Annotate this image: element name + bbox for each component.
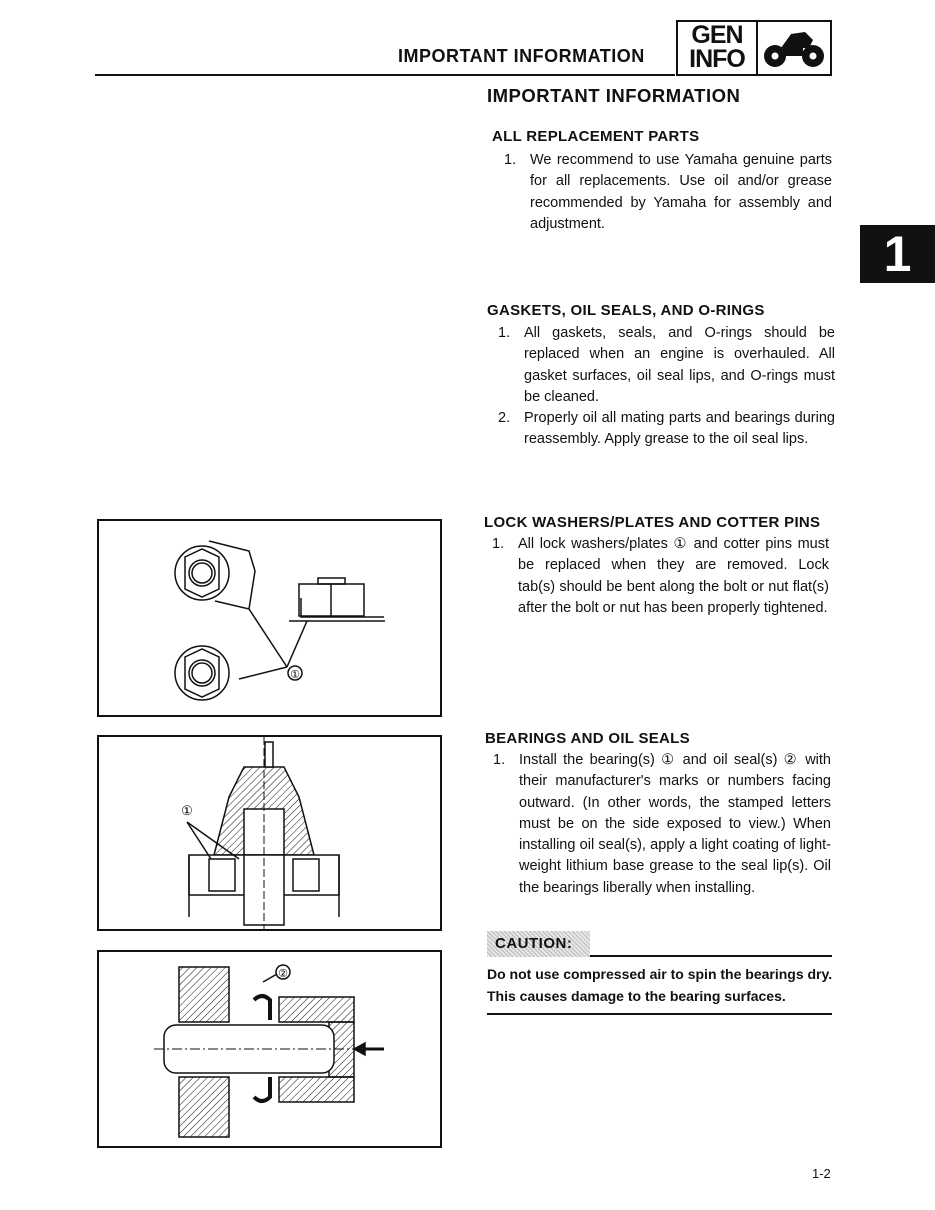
running-header: IMPORTANT INFORMATION	[398, 46, 645, 66]
badge-line2: INFO	[689, 45, 746, 73]
section-heading: BEARINGS AND OIL SEALS	[485, 730, 690, 747]
caution-label: CAUTION:	[487, 931, 590, 957]
section-heading: LOCK WASHERS/PLATES AND COTTER PINS	[484, 514, 821, 531]
oil-seal-illustration: ②	[154, 964, 384, 1138]
section-replacement-parts: ALL REPLACEMENT PARTS 1.We recommend to …	[492, 128, 842, 235]
atv-icon	[758, 22, 830, 74]
fig2-callout: ①	[181, 803, 193, 818]
section-heading: ALL REPLACEMENT PARTS	[492, 128, 700, 145]
badge-line1: GEN	[691, 21, 743, 49]
page-number: 1-2	[812, 1166, 831, 1181]
page-title: IMPORTANT INFORMATION	[487, 85, 741, 106]
section-lock-washers: LOCK WASHERS/PLATES AND COTTER PINS 1.Al…	[484, 514, 836, 619]
list-item: 1.Install the bearing(s) ① and oil seal(…	[493, 752, 831, 896]
section-gaskets: GASKETS, OIL SEALS, AND O-RINGS 1.All ga…	[487, 302, 837, 451]
caution-bottom-rule	[487, 1013, 832, 1015]
lock-washer-illustration: ①	[174, 540, 385, 701]
list-item: 1.All lock washers/plates ① and cotter p…	[492, 536, 829, 616]
figure-oil-seal: ②	[97, 950, 442, 1148]
bearing-illustration: ①	[181, 737, 340, 929]
chapter-tab: 1	[860, 225, 935, 283]
caution-rule	[590, 955, 832, 957]
fig3-callout: ②	[278, 968, 288, 980]
section-heading: GASKETS, OIL SEALS, AND O-RINGS	[487, 302, 765, 319]
fig1-callout: ①	[290, 669, 300, 681]
caution-text: Do not use compressed air to spin the be…	[487, 966, 833, 1004]
figure-lock-washers: ①	[97, 519, 442, 717]
list-item: 2.Properly oil all mating parts and bear…	[498, 410, 835, 448]
list-item: 1.We recommend to use Yamaha genuine par…	[504, 152, 832, 232]
list-item: 1.All gaskets, seals, and O-rings should…	[498, 325, 835, 405]
header-rule	[95, 74, 675, 76]
section-bearings: BEARINGS AND OIL SEALS 1.Install the bea…	[485, 730, 837, 899]
figure-bearing: ①	[97, 735, 442, 931]
